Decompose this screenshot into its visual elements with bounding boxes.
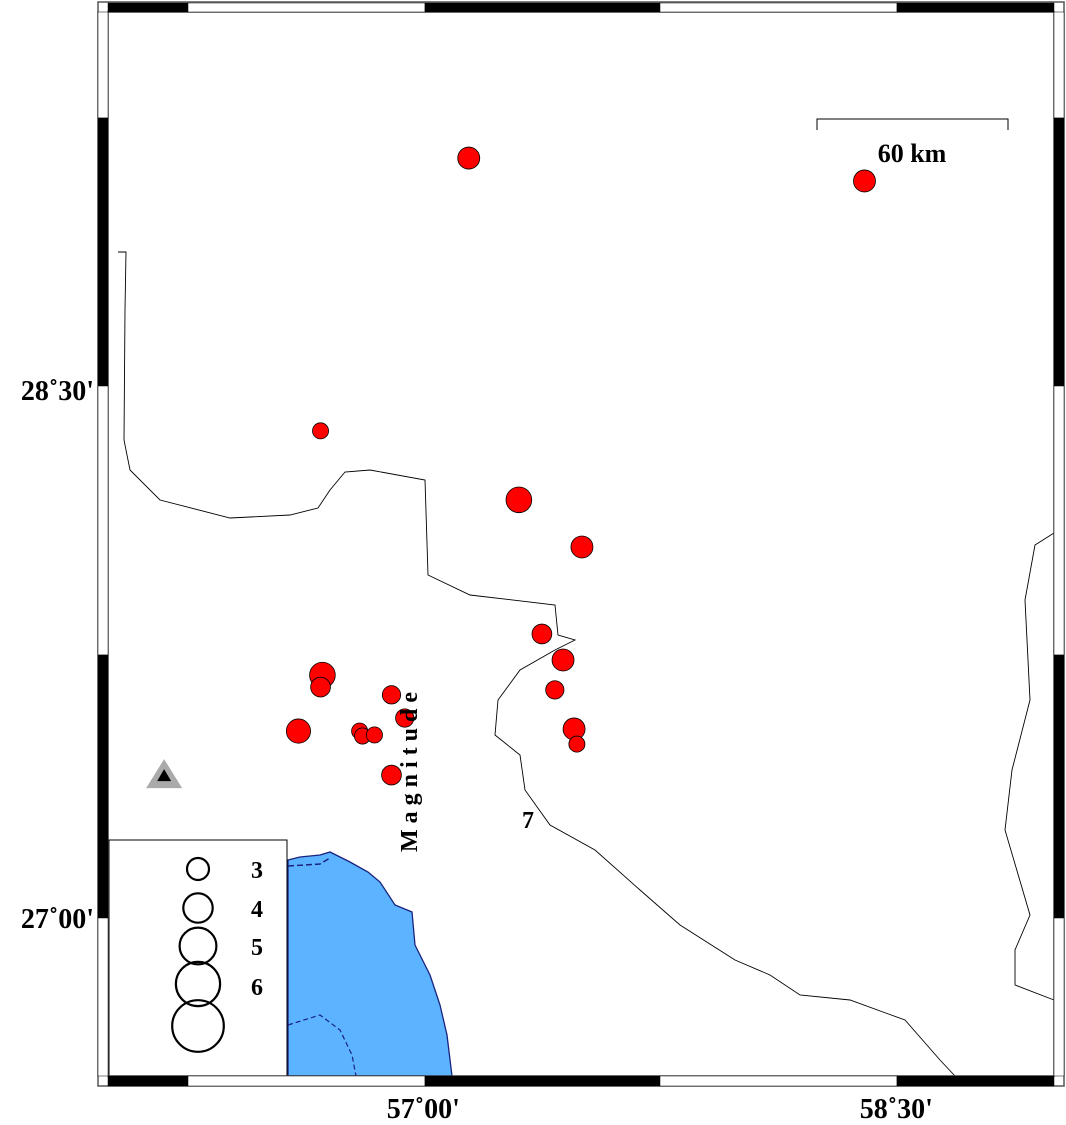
legend-label: 5 <box>251 935 263 961</box>
x-tick-label: 58˚30' <box>860 1094 933 1125</box>
earthquake-events <box>285 146 876 786</box>
event-marker <box>545 680 565 700</box>
legend-circle <box>185 856 211 882</box>
scale-bar-label: 60 km <box>878 139 947 168</box>
seismic-station <box>146 759 183 789</box>
legend-label: 4 <box>251 897 263 923</box>
y-tick-label: 28˚30' <box>21 376 94 407</box>
legend-label: 3 <box>251 858 263 884</box>
legend-title: Magnitude <box>397 686 423 852</box>
legend-circle <box>174 960 222 1008</box>
event-marker <box>312 422 329 440</box>
y-tick-label: 27˚00' <box>21 904 94 935</box>
event-marker <box>505 486 533 514</box>
map-frame <box>97 1 1065 1087</box>
legend: 3 4 5 6 7 Magnitude <box>108 686 534 1077</box>
event-marker <box>366 726 383 744</box>
legend-circle <box>178 926 218 966</box>
event-marker <box>531 623 553 645</box>
province-borders <box>118 251 1055 1077</box>
event-marker <box>551 648 575 672</box>
event-marker <box>381 764 402 786</box>
scale-bar: 60 km <box>816 118 1009 168</box>
event-marker <box>570 535 594 559</box>
event-marker <box>568 735 586 753</box>
triangle-icon <box>157 769 172 782</box>
legend-circle <box>171 999 225 1053</box>
event-marker <box>310 676 331 698</box>
event-marker <box>457 146 481 170</box>
legend-label: 6 <box>251 975 263 1001</box>
axis-labels: 57˚00' 58˚30' 28˚30' 27˚00' <box>21 376 933 1125</box>
sea <box>287 851 453 1077</box>
event-marker <box>381 685 402 705</box>
event-marker <box>285 718 311 744</box>
legend-label: 7 <box>522 808 534 834</box>
legend-circle <box>182 892 214 924</box>
x-tick-label: 57˚00' <box>387 1094 460 1125</box>
event-marker <box>395 708 415 728</box>
event-marker <box>853 169 876 193</box>
